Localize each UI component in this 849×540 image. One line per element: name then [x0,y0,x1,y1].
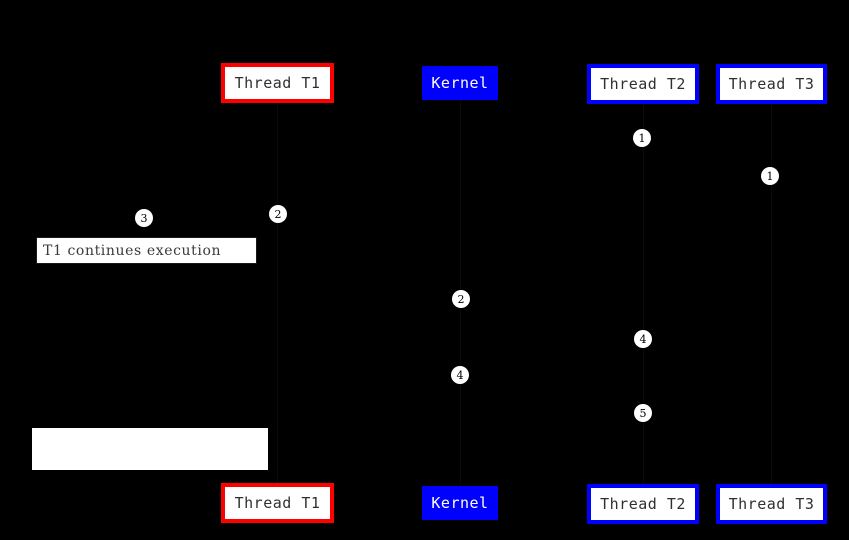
participant-box-t3b[interactable]: Thread T3 [716,484,827,524]
marker-t2-1: 1 [633,129,651,147]
participant-label: Thread T1 [234,73,321,92]
participant-box-kernelb[interactable]: Kernel [422,486,498,520]
marker-t1-3: 3 [135,209,153,227]
participant-box-t2[interactable]: Thread T2 [587,64,699,104]
marker-t2-5: 5 [634,404,652,422]
participant-label: Thread T1 [234,493,321,512]
note-t1-continues: T1 continues execution [36,237,257,264]
marker-t3-1: 1 [761,167,779,185]
participant-label: Kernel [431,73,489,92]
lifeline-ll-t1 [277,103,278,483]
marker-k-4: 4 [451,366,469,384]
participant-box-t2b[interactable]: Thread T2 [587,484,699,524]
lifeline-ll-t3 [771,104,772,484]
note-blank [32,428,268,470]
participant-label: Thread T2 [600,74,686,93]
participant-label: Thread T3 [728,494,815,513]
marker-k-2: 2 [452,290,470,308]
participant-box-t3[interactable]: Thread T3 [716,64,827,104]
participant-box-kernel[interactable]: Kernel [422,66,498,100]
marker-t2-4: 4 [634,330,652,348]
participant-label: Kernel [431,493,489,512]
participant-label: Thread T2 [600,494,686,513]
lifeline-ll-t2 [643,104,644,484]
note-label: T1 continues execution [43,242,222,259]
marker-t1-2: 2 [269,205,287,223]
participant-box-t1[interactable]: Thread T1 [221,63,334,103]
participant-label: Thread T3 [728,74,815,93]
participant-box-t1b[interactable]: Thread T1 [221,483,334,523]
